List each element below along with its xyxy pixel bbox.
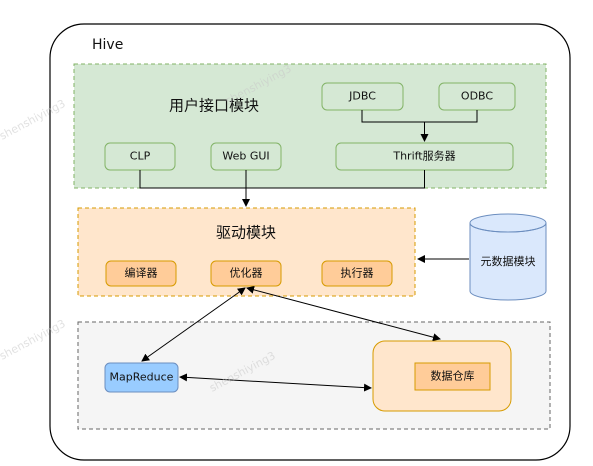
compiler-label: 编译器	[125, 266, 158, 280]
odbc-label: ODBC	[461, 90, 493, 103]
hive-title: Hive	[92, 37, 123, 53]
thrift-label: Thrift服务器	[392, 150, 455, 163]
jdbc-odbc-connector	[361, 110, 478, 123]
clients-to-driver-connector	[139, 170, 425, 189]
mapreduce-warehouse-arrow	[179, 373, 372, 392]
executor-label: 执行器	[341, 266, 374, 280]
optimizer-warehouse-arrow	[246, 285, 441, 342]
optimizer-box	[210, 260, 282, 287]
driver-module-label: 驱动模块	[216, 224, 276, 242]
clp-label: CLP	[130, 150, 151, 163]
mapreduce-label: MapReduce	[110, 371, 174, 384]
optimizer-mapreduce-arrow	[141, 287, 246, 362]
optimizer-label: 优化器	[230, 266, 263, 280]
compiler-box	[105, 260, 177, 287]
metastore-cylinder	[469, 213, 547, 301]
webgui-label: Web GUI	[222, 150, 269, 163]
mapreduce-box	[104, 362, 179, 393]
warehouse-label: 数据仓库	[431, 369, 475, 383]
jdbc-label: JDBC	[348, 90, 376, 103]
warehouse-box	[414, 362, 491, 391]
metastore-label: 元数据模块	[481, 254, 536, 268]
user-interface-module-label: 用户接口模块	[169, 97, 259, 115]
